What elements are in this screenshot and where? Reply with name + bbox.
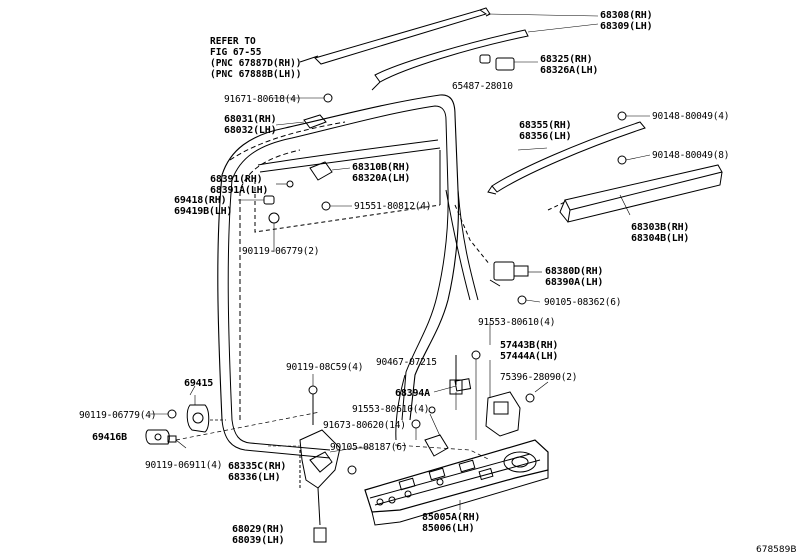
part-label-90105-08362[interactable]: 90105-08362(6) [544, 297, 622, 308]
part-label-68029[interactable]: 68029(RH) [232, 524, 285, 535]
part-label-68039[interactable]: 68039(LH) [232, 535, 285, 546]
figure-id: 678589B [756, 545, 797, 555]
part-label-68335[interactable]: 68335C(RH) [228, 461, 287, 472]
part-label-57444[interactable]: 57444A(LH) [500, 351, 559, 362]
part-label-68355[interactable]: 68355(RH) [519, 120, 572, 131]
part-label-68336[interactable]: 68336(LH) [228, 472, 281, 483]
track-bracket [412, 407, 448, 456]
part-label-75396[interactable]: 75396-28090(2) [500, 372, 578, 383]
upper-rail [300, 8, 598, 90]
part-label-65487[interactable]: 65487-28010 [452, 81, 513, 92]
part-label-69416[interactable]: 69416B [92, 432, 127, 443]
part-label-91673[interactable]: 91673-80620(14) [323, 420, 406, 431]
part-label-90119-06779-2[interactable]: 90119-06779(2) [242, 246, 320, 257]
part-label-69419[interactable]: 69419B(LH) [174, 206, 233, 217]
part-label-68391a[interactable]: 68391A(LH) [210, 185, 269, 196]
part-label-68380[interactable]: 68380D(RH) [545, 266, 604, 277]
part-label-68320[interactable]: 68320A(LH) [352, 173, 411, 184]
part-label-91553-80610-b[interactable]: 91553-80610(4) [352, 404, 430, 415]
part-label-91553-80610-a[interactable]: 91553-80610(4) [478, 317, 556, 328]
lower-rail [548, 155, 722, 222]
part-label-90119-08c59[interactable]: 90119-08C59(4) [286, 362, 364, 373]
part-label-68310[interactable]: 68310B(RH) [352, 162, 411, 173]
part-label-68309[interactable]: 68309(LH) [600, 21, 653, 32]
upper-brackets [238, 162, 352, 246]
refer-to-line-4: (PNC 67888B(LH)) [210, 69, 302, 80]
part-label-90148-4[interactable]: 90148-80049(4) [652, 111, 730, 122]
part-label-85005[interactable]: 85005A(RH) [422, 512, 481, 523]
part-label-68391[interactable]: 68391(RH) [210, 174, 263, 185]
part-label-68308[interactable]: 68308(RH) [600, 10, 653, 21]
refer-to-line-1: REFER TO [210, 36, 256, 47]
part-label-90148-8[interactable]: 90148-80049(8) [652, 150, 730, 161]
refer-to-line-2: FIG 67-55 [210, 47, 262, 58]
lock-assembly [472, 351, 548, 440]
part-label-69415[interactable]: 69415 [184, 378, 214, 389]
part-label-68032[interactable]: 68032(LH) [224, 125, 277, 136]
part-label-90119-06911[interactable]: 90119-06911(4) [145, 460, 223, 471]
center-hinge [455, 205, 542, 304]
door-frame [218, 95, 478, 458]
part-label-68031[interactable]: 68031(RH) [224, 114, 277, 125]
part-label-85006[interactable]: 85006(LH) [422, 523, 475, 534]
part-label-91551-80812[interactable]: 91551-80812(4) [354, 201, 432, 212]
part-label-90119-06779-4[interactable]: 90119-06779(4) [79, 410, 157, 421]
lower-track [365, 440, 548, 525]
center-rail [488, 112, 650, 194]
part-label-68304[interactable]: 68304B(LH) [631, 233, 690, 244]
left-handle-parts [146, 395, 320, 448]
part-label-91671[interactable]: 91671-80618(4) [224, 94, 302, 105]
part-label-90105-08187[interactable]: 90105-08187(6) [330, 442, 408, 453]
part-label-68390[interactable]: 68390A(LH) [545, 277, 604, 288]
part-label-69418[interactable]: 69418(RH) [174, 195, 227, 206]
part-label-68303[interactable]: 68303B(RH) [631, 222, 690, 233]
upper-clips [272, 55, 538, 128]
part-label-68325[interactable]: 68325(RH) [540, 54, 593, 65]
part-label-68326[interactable]: 68326A(LH) [540, 65, 599, 76]
part-label-68394[interactable]: 68394A [395, 388, 430, 399]
lower-hinge [268, 386, 356, 542]
refer-to-line-3: (PNC 67887D(RH)) [210, 58, 302, 69]
leader-lines [190, 246, 490, 448]
part-label-90467[interactable]: 90467-07215 [376, 357, 437, 368]
part-label-68356[interactable]: 68356(LH) [519, 131, 572, 142]
part-label-57443[interactable]: 57443B(RH) [500, 340, 559, 351]
